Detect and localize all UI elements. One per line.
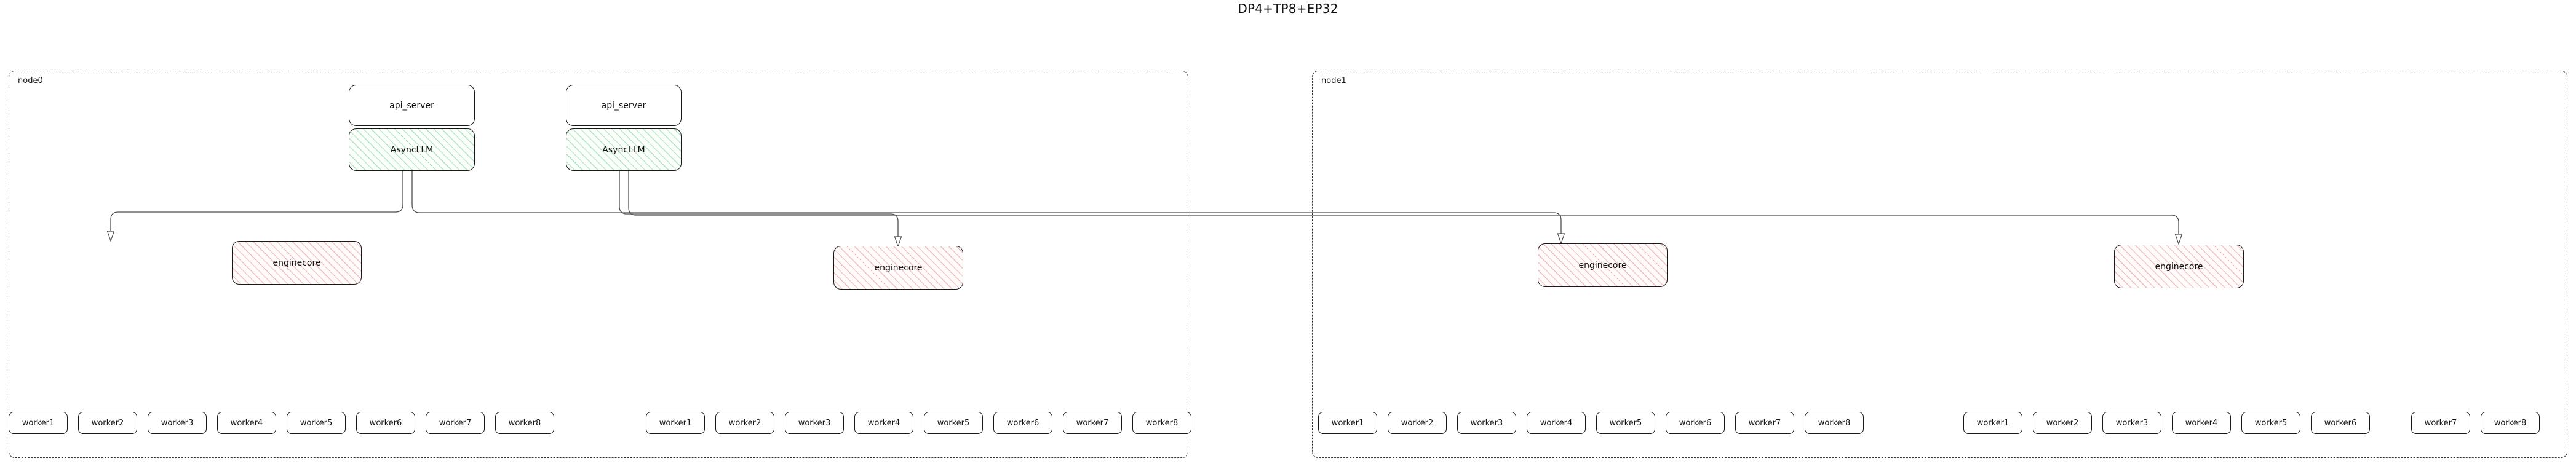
- worker-box[interactable]: worker7: [1063, 412, 1122, 434]
- worker-box[interactable]: worker5: [1596, 412, 1655, 434]
- worker-box[interactable]: worker2: [1388, 412, 1447, 434]
- worker-box[interactable]: worker3: [785, 412, 844, 434]
- enginecore-box[interactable]: enginecore: [1538, 243, 1668, 287]
- api-server-box[interactable]: api_server: [349, 85, 475, 126]
- worker-box[interactable]: worker2: [2033, 412, 2092, 434]
- worker-box[interactable]: worker6: [993, 412, 1052, 434]
- worker-box[interactable]: worker3: [1457, 412, 1516, 434]
- worker-box[interactable]: worker2: [78, 412, 137, 434]
- node-cluster-label-node0: node0: [18, 76, 43, 85]
- worker-label: worker7: [1076, 418, 1109, 428]
- worker-label: worker4: [230, 418, 263, 428]
- api-server-label: api_server: [389, 100, 434, 111]
- worker-label: worker7: [2424, 418, 2457, 428]
- worker-box[interactable]: worker8: [495, 412, 554, 434]
- worker-label: worker5: [300, 418, 333, 428]
- worker-box[interactable]: worker6: [356, 412, 415, 434]
- worker-box[interactable]: worker8: [1132, 412, 1191, 434]
- worker-label: worker3: [1470, 418, 1503, 428]
- worker-box[interactable]: worker5: [287, 412, 346, 434]
- async-llm-box[interactable]: AsyncLLM: [349, 128, 475, 171]
- worker-label: worker2: [91, 418, 124, 428]
- worker-box[interactable]: worker1: [1963, 412, 2022, 434]
- worker-label: worker5: [937, 418, 970, 428]
- worker-label: worker3: [798, 418, 831, 428]
- worker-label: worker1: [659, 418, 692, 428]
- worker-box[interactable]: worker3: [148, 412, 207, 434]
- worker-box[interactable]: worker2: [715, 412, 774, 434]
- worker-box[interactable]: worker8: [1805, 412, 1864, 434]
- worker-label: worker4: [1540, 418, 1573, 428]
- worker-box[interactable]: worker7: [2411, 412, 2470, 434]
- worker-box[interactable]: worker6: [2311, 412, 2370, 434]
- worker-label: worker6: [1679, 418, 1712, 428]
- enginecore-box[interactable]: enginecore: [2114, 245, 2244, 288]
- worker-label: worker2: [1401, 418, 1434, 428]
- worker-box[interactable]: worker7: [426, 412, 485, 434]
- enginecore-box[interactable]: enginecore: [232, 241, 362, 285]
- node-cluster-label-node1: node1: [1321, 76, 1346, 85]
- enginecore-label: enginecore: [1578, 260, 1627, 270]
- worker-label: worker1: [1976, 418, 2010, 428]
- worker-box[interactable]: worker1: [1318, 412, 1377, 434]
- enginecore-label: enginecore: [874, 262, 923, 273]
- worker-label: worker4: [2185, 418, 2218, 428]
- worker-box[interactable]: worker8: [2481, 412, 2540, 434]
- worker-box[interactable]: worker3: [2102, 412, 2161, 434]
- worker-label: worker3: [2115, 418, 2149, 428]
- worker-box[interactable]: worker6: [1666, 412, 1725, 434]
- api-server-box[interactable]: api_server: [566, 85, 682, 126]
- enginecore-box[interactable]: enginecore: [833, 246, 963, 290]
- enginecore-label: enginecore: [272, 258, 321, 268]
- worker-box[interactable]: worker5: [924, 412, 983, 434]
- worker-label: worker5: [1609, 418, 1642, 428]
- worker-label: worker6: [2324, 418, 2357, 428]
- worker-box[interactable]: worker4: [854, 412, 913, 434]
- node-cluster-node0: node0: [9, 71, 1188, 458]
- worker-box[interactable]: worker1: [646, 412, 705, 434]
- worker-box[interactable]: worker4: [217, 412, 276, 434]
- worker-label: worker1: [1331, 418, 1364, 428]
- async-llm-box[interactable]: AsyncLLM: [566, 128, 682, 171]
- worker-label: worker1: [22, 418, 55, 428]
- worker-label: worker6: [369, 418, 402, 428]
- worker-box[interactable]: worker1: [9, 412, 68, 434]
- worker-label: worker8: [2494, 418, 2527, 428]
- worker-label: worker8: [508, 418, 541, 428]
- worker-label: worker6: [1006, 418, 1040, 428]
- worker-label: worker7: [1748, 418, 1781, 428]
- async-llm-label: AsyncLLM: [390, 144, 434, 155]
- node-cluster-node1: node1: [1312, 71, 2567, 458]
- async-llm-label: AsyncLLM: [602, 144, 645, 155]
- worker-label: worker2: [728, 418, 761, 428]
- worker-label: worker3: [161, 418, 194, 428]
- api-server-label: api_server: [601, 100, 646, 111]
- worker-box[interactable]: worker5: [2241, 412, 2300, 434]
- page-title: DP4+TP8+EP32: [1238, 1, 1338, 16]
- worker-box[interactable]: worker4: [1527, 412, 1586, 434]
- worker-label: worker2: [2046, 418, 2079, 428]
- worker-box[interactable]: worker7: [1735, 412, 1794, 434]
- worker-label: worker5: [2254, 418, 2288, 428]
- enginecore-label: enginecore: [2155, 261, 2203, 272]
- worker-label: worker8: [1818, 418, 1851, 428]
- worker-label: worker4: [867, 418, 900, 428]
- worker-label: worker8: [1145, 418, 1179, 428]
- worker-box[interactable]: worker4: [2172, 412, 2231, 434]
- worker-label: worker7: [439, 418, 472, 428]
